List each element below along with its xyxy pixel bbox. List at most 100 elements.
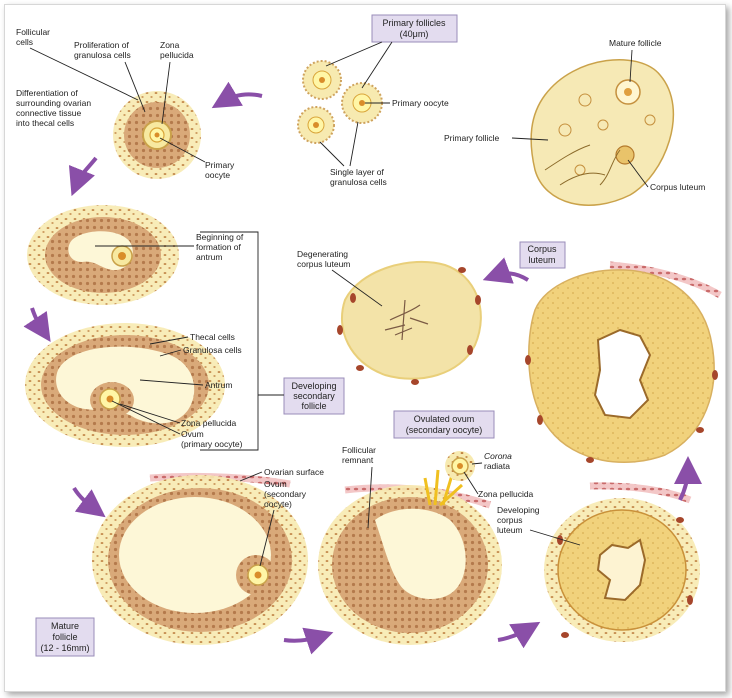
primary-follicles-box [371,14,458,43]
label-corpus-luteum-top: Corpus luteum [650,182,705,192]
arrow-down-3 [72,486,106,518]
box-mature-l3: (12 - 16mm) [40,643,89,653]
label-follicular-cells-l1: Follicular [16,27,50,37]
box-mature-l2: follicle [52,632,77,642]
cycle-arrows [23,81,702,655]
leader-degenerating [331,269,383,307]
corpus-luteum-box [519,241,566,269]
box-mature-l1: Mature [51,621,79,631]
arrow-primary-to-follicle [211,81,263,109]
leader-primary-follicles [325,41,393,89]
leader-proliferation [124,61,146,113]
label-corona-l1: Corona [484,451,512,461]
label-ovum-secondary-l2: (secondary [264,489,307,499]
ovulated-box [393,410,495,439]
label-developing-cl-l2: corpus [497,515,523,525]
label-mature-follicle-top: Mature follicle [609,38,662,48]
label-antrum: Antrum [205,380,232,390]
arrow-down-1 [68,156,98,197]
arrow-down-2 [23,307,51,342]
leader-ovum-primary [111,400,181,435]
leader-primary-oocyte-1 [159,137,206,163]
label-ovum-primary-l1: Ovum [181,429,204,439]
label-follicular-remnant-l2: remnant [342,455,374,465]
corpus-luteum-figure [525,261,722,464]
leader-zona-2 [119,403,181,424]
leader-follicular-cells [29,47,139,101]
mature-follicle-box [35,617,95,657]
label-zona-1-l2: pellucida [160,50,194,60]
label-proliferation-l1: Proliferation of [74,40,129,50]
label-zona-3: Zona pellucida [478,489,534,499]
label-zona-2: Zona pellucida [181,418,237,428]
leader-single-layer [319,121,359,167]
label-follicular-cells-l2: cells [16,37,33,47]
arrow-right-1 [283,627,334,655]
ovulating-follicle-figure [318,451,502,645]
primary-follicle-figure [113,91,201,179]
degenerating-corpus-luteum-figure [337,261,482,385]
label-thecal-cells: Thecal cells [190,332,235,342]
label-beginning-antrum-l1: Beginning of [196,232,244,242]
box-corpus-l2: luteum [528,255,555,265]
leader-ovum-secondary [259,509,275,567]
label-differentiation-l3: connective tissue [16,108,81,118]
arrow-up [673,456,702,501]
label-degenerating-l2: corpus luteum [297,259,350,269]
box-developing-l2: secondary [293,391,335,401]
developing-secondary-box [283,377,345,415]
label-differentiation-l1: Differentiation of [16,88,78,98]
leader-follicular-remnant [367,466,373,529]
label-ovum-secondary-l1: Ovum [264,479,287,489]
label-single-layer-l1: Single layer of [330,167,385,177]
label-primary-oocyte-1-l2: oocyte [205,170,230,180]
leader-zona-1 [161,61,171,125]
label-granulosa-cells: Granulosa cells [183,345,242,355]
arrow-left [482,257,530,284]
early-secondary-follicle [27,205,179,305]
developing-corpus-luteum-figure [544,482,700,642]
label-differentiation-l4: into thecal cells [16,118,74,128]
label-degenerating-l1: Degenerating [297,249,348,259]
box-primary-follicles-l2: (40μm) [400,29,429,39]
box-ovulated-l1: Ovulated ovum [414,414,475,424]
label-proliferation-l2: granulosa cells [74,50,131,60]
bracket-secondary [200,231,284,451]
leader-antrum [139,379,204,386]
label-primary-oocyte-2: Primary oocyte [392,98,449,108]
leader-corpus-luteum-top [627,159,649,188]
leader-primary-follicle [511,137,549,141]
box-developing-l3: follicle [301,401,326,411]
leader-zona-3 [463,471,479,495]
label-beginning-antrum-l2: formation of [196,242,242,252]
leader-mature-follicle-top [629,49,633,83]
box-ovulated-l2: (secondary oocyte) [406,425,483,435]
label-corona-l2: radiata [484,461,510,471]
leader-granulosa-cells [159,349,182,357]
label-developing-cl-l3: luteum [497,525,523,535]
label-beginning-antrum-l3: antrum [196,252,222,262]
label-differentiation-l2: surrounding ovarian [16,98,91,108]
label-ovarian-surface: Ovarian surface [264,467,324,477]
box-corpus-l1: Corpus [527,244,557,254]
leader-developing-cl [529,529,581,546]
arrow-right-2 [497,621,541,649]
box-primary-follicles-l1: Primary follicles [382,18,446,28]
label-zona-1-l1: Zona [160,40,180,50]
box-developing-l1: Developing [291,381,336,391]
label-single-layer-l2: granulosa cells [330,177,387,187]
label-developing-cl-l1: Developing [497,505,540,515]
label-primary-follicle: Primary follicle [444,133,500,143]
leader-thecal-cells [149,336,189,345]
label-ovum-primary-l2: (primary oocyte) [181,439,243,449]
developing-secondary-follicle [25,323,225,447]
leader-corona [471,462,483,465]
primary-follicles-group [297,60,383,144]
ovary-figure [530,59,675,206]
label-follicular-remnant-l1: Follicular [342,445,376,455]
label-primary-oocyte-1-l1: Primary [205,160,235,170]
mature-follicle-figure [92,472,308,645]
leader-ovarian-surface [239,471,263,482]
label-ovum-secondary-l3: oocyte) [264,499,292,509]
